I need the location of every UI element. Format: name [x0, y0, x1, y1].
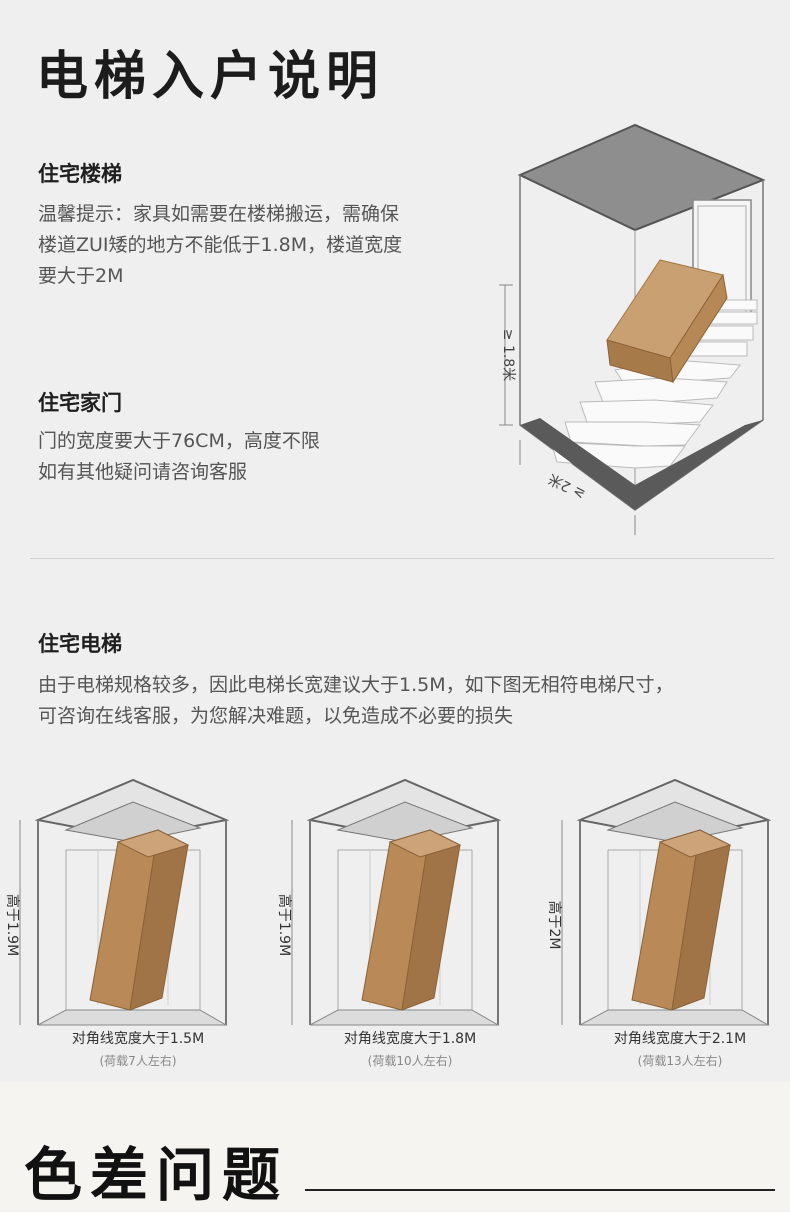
- stairs-heading: 住宅楼梯: [38, 162, 122, 186]
- elevator-load-label: (荷载13人左右): [637, 1054, 723, 1068]
- elevator-line: 由于电梯规格较多，因此电梯长宽建议大于1.5M，如下图无相符电梯尺寸，: [38, 674, 674, 696]
- elevator-height-label: 高于1.9M: [4, 893, 20, 957]
- door-line: 如有其他疑问请咨询客服: [38, 461, 248, 483]
- elevator-line: 可咨询在线客服，为您解决难题，以免造成不必要的损失: [38, 705, 514, 727]
- section-divider: [30, 558, 774, 559]
- elevator-height-label: 高于2M: [546, 900, 562, 950]
- page-title: 电梯入户说明: [36, 47, 385, 107]
- title-underline: [305, 1189, 775, 1191]
- stairs-description: 温馨提示：家具如需要在楼梯搬运，需确保 楼道ZUI矮的地方不能低于1.8M，楼道…: [38, 199, 402, 292]
- elevator-height-label: 高于1.9M: [276, 893, 292, 957]
- stairs-line: 楼道ZUI矮的地方不能低于1.8M，楼道宽度: [38, 234, 403, 256]
- elevator-load-label: (荷载10人左右): [367, 1054, 453, 1068]
- elevator-load-label: (荷载7人左右): [99, 1054, 177, 1068]
- elevator-diagram-2: 高于1.9M 对角线宽度大于1.8M (荷载10人左右): [276, 770, 520, 1080]
- stairs-line: 要大于2M: [38, 265, 124, 287]
- elevator-heading: 住宅电梯: [38, 632, 122, 656]
- door-line: 门的宽度要大于76CM，高度不限: [38, 430, 320, 452]
- elevator-diagram-1: 高于1.9M 对角线宽度大于1.5M (荷载7人左右): [4, 770, 248, 1080]
- height-dimension-label: ≥ 1.8米: [500, 328, 516, 382]
- staircase-illustration: ≥ 1.8米 ≥ 2米: [495, 120, 785, 540]
- elevator-diagonal-label: 对角线宽度大于1.8M: [343, 1031, 477, 1047]
- next-section-title: 色差问题: [24, 1141, 289, 1209]
- elevator-diagonal-label: 对角线宽度大于1.5M: [71, 1031, 205, 1047]
- stairs-line: 温馨提示：家具如需要在楼梯搬运，需确保: [38, 203, 400, 225]
- door-heading: 住宅家门: [38, 391, 122, 415]
- elevator-diagonal-label: 对角线宽度大于2.1M: [613, 1031, 747, 1047]
- elevator-description: 由于电梯规格较多，因此电梯长宽建议大于1.5M，如下图无相符电梯尺寸， 可咨询在…: [38, 670, 674, 732]
- door-description: 门的宽度要大于76CM，高度不限 如有其他疑问请咨询客服: [38, 426, 320, 488]
- elevator-diagram-3: 高于2M 对角线宽度大于2.1M (荷载13人左右): [546, 770, 790, 1080]
